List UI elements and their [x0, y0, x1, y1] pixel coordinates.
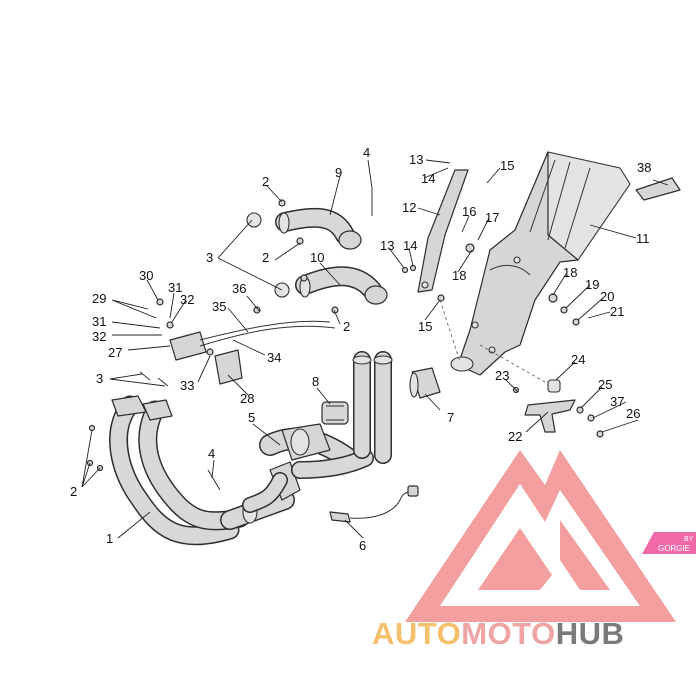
spring-part-4	[139, 188, 373, 491]
callout-18: 18	[563, 265, 577, 280]
callout-26: 26	[626, 406, 640, 421]
callout-33: 33	[180, 378, 194, 393]
header-pipes-part-1	[109, 395, 295, 546]
callout-31: 31	[92, 314, 106, 329]
upper-pipe-part-9	[246, 207, 362, 250]
callout-1: 1	[106, 531, 113, 546]
callout-32: 32	[92, 329, 106, 344]
watermark-badge: BY GORGIE	[642, 532, 696, 554]
callout-16: 16	[462, 204, 476, 219]
callout-31: 31	[168, 280, 182, 295]
callout-32: 32	[180, 292, 194, 307]
callout-22: 22	[508, 429, 522, 444]
callout-3: 3	[206, 250, 213, 265]
callout-13: 13	[409, 152, 423, 167]
callout-17: 17	[485, 210, 499, 225]
actuator-part-28	[214, 349, 243, 385]
sleeve-part-7	[409, 367, 441, 399]
watermark-part-1: AUTO	[372, 616, 462, 651]
lambda-sensor-part-6	[329, 485, 419, 523]
callout-4: 4	[208, 446, 215, 461]
callout-21: 21	[610, 304, 624, 319]
guide-lines	[439, 299, 546, 383]
callout-15: 15	[418, 319, 432, 334]
callout-30: 30	[139, 268, 153, 283]
rear-vertical-pipes	[352, 351, 393, 464]
callout-27: 27	[108, 345, 122, 360]
callout-2: 2	[262, 174, 269, 189]
callout-15: 15	[500, 158, 514, 173]
actuator-part-27	[169, 320, 336, 361]
clamp-part-8	[321, 401, 349, 425]
callout-12: 12	[402, 200, 416, 215]
collector-part-5	[242, 423, 374, 513]
callout-38: 38	[637, 160, 651, 175]
callout-28: 28	[240, 391, 254, 406]
callout-10: 10	[310, 250, 324, 265]
callout-3: 3	[96, 371, 103, 386]
badge-line-2: GORGIE	[658, 544, 690, 553]
leader-lines	[81, 159, 669, 539]
callout-35: 35	[212, 299, 226, 314]
callout-36: 36	[232, 281, 246, 296]
callout-7: 7	[447, 410, 454, 425]
callout-9: 9	[335, 165, 342, 180]
callout-labels: 1 2 2 2 2 3 3 4 4 5 6 7 8 9 10 11 12 13 …	[70, 145, 651, 553]
callout-14: 14	[421, 171, 435, 186]
callout-23: 23	[495, 368, 509, 383]
callout-5: 5	[248, 410, 255, 425]
callout-20: 20	[600, 289, 614, 304]
watermark-part-2: MOTO	[461, 616, 556, 651]
callout-25: 25	[598, 377, 612, 392]
callout-18: 18	[452, 268, 466, 283]
callout-2: 2	[262, 250, 269, 265]
badge-line-1: BY	[684, 536, 694, 543]
callout-2: 2	[70, 484, 77, 499]
bracket-part-12	[417, 169, 469, 293]
watermark-wordmark: AUTOMOTOHUB	[372, 616, 624, 652]
callout-2: 2	[343, 319, 350, 334]
watermark-part-3: HUB	[555, 616, 625, 651]
callout-8: 8	[312, 374, 319, 389]
muffler-part-11	[450, 151, 631, 376]
callout-29: 29	[92, 291, 106, 306]
middle-pipe-part-10	[274, 266, 388, 305]
callout-4: 4	[363, 145, 370, 160]
watermark-logo-icon	[405, 450, 676, 622]
bracket-part-22	[524, 379, 604, 438]
callout-37: 37	[610, 394, 624, 409]
callout-13: 13	[380, 238, 394, 253]
callout-11: 11	[636, 231, 650, 246]
callout-19: 19	[585, 277, 599, 292]
callout-24: 24	[571, 352, 585, 367]
callout-34: 34	[267, 350, 281, 365]
callout-14: 14	[403, 238, 417, 253]
callout-6: 6	[359, 538, 366, 553]
